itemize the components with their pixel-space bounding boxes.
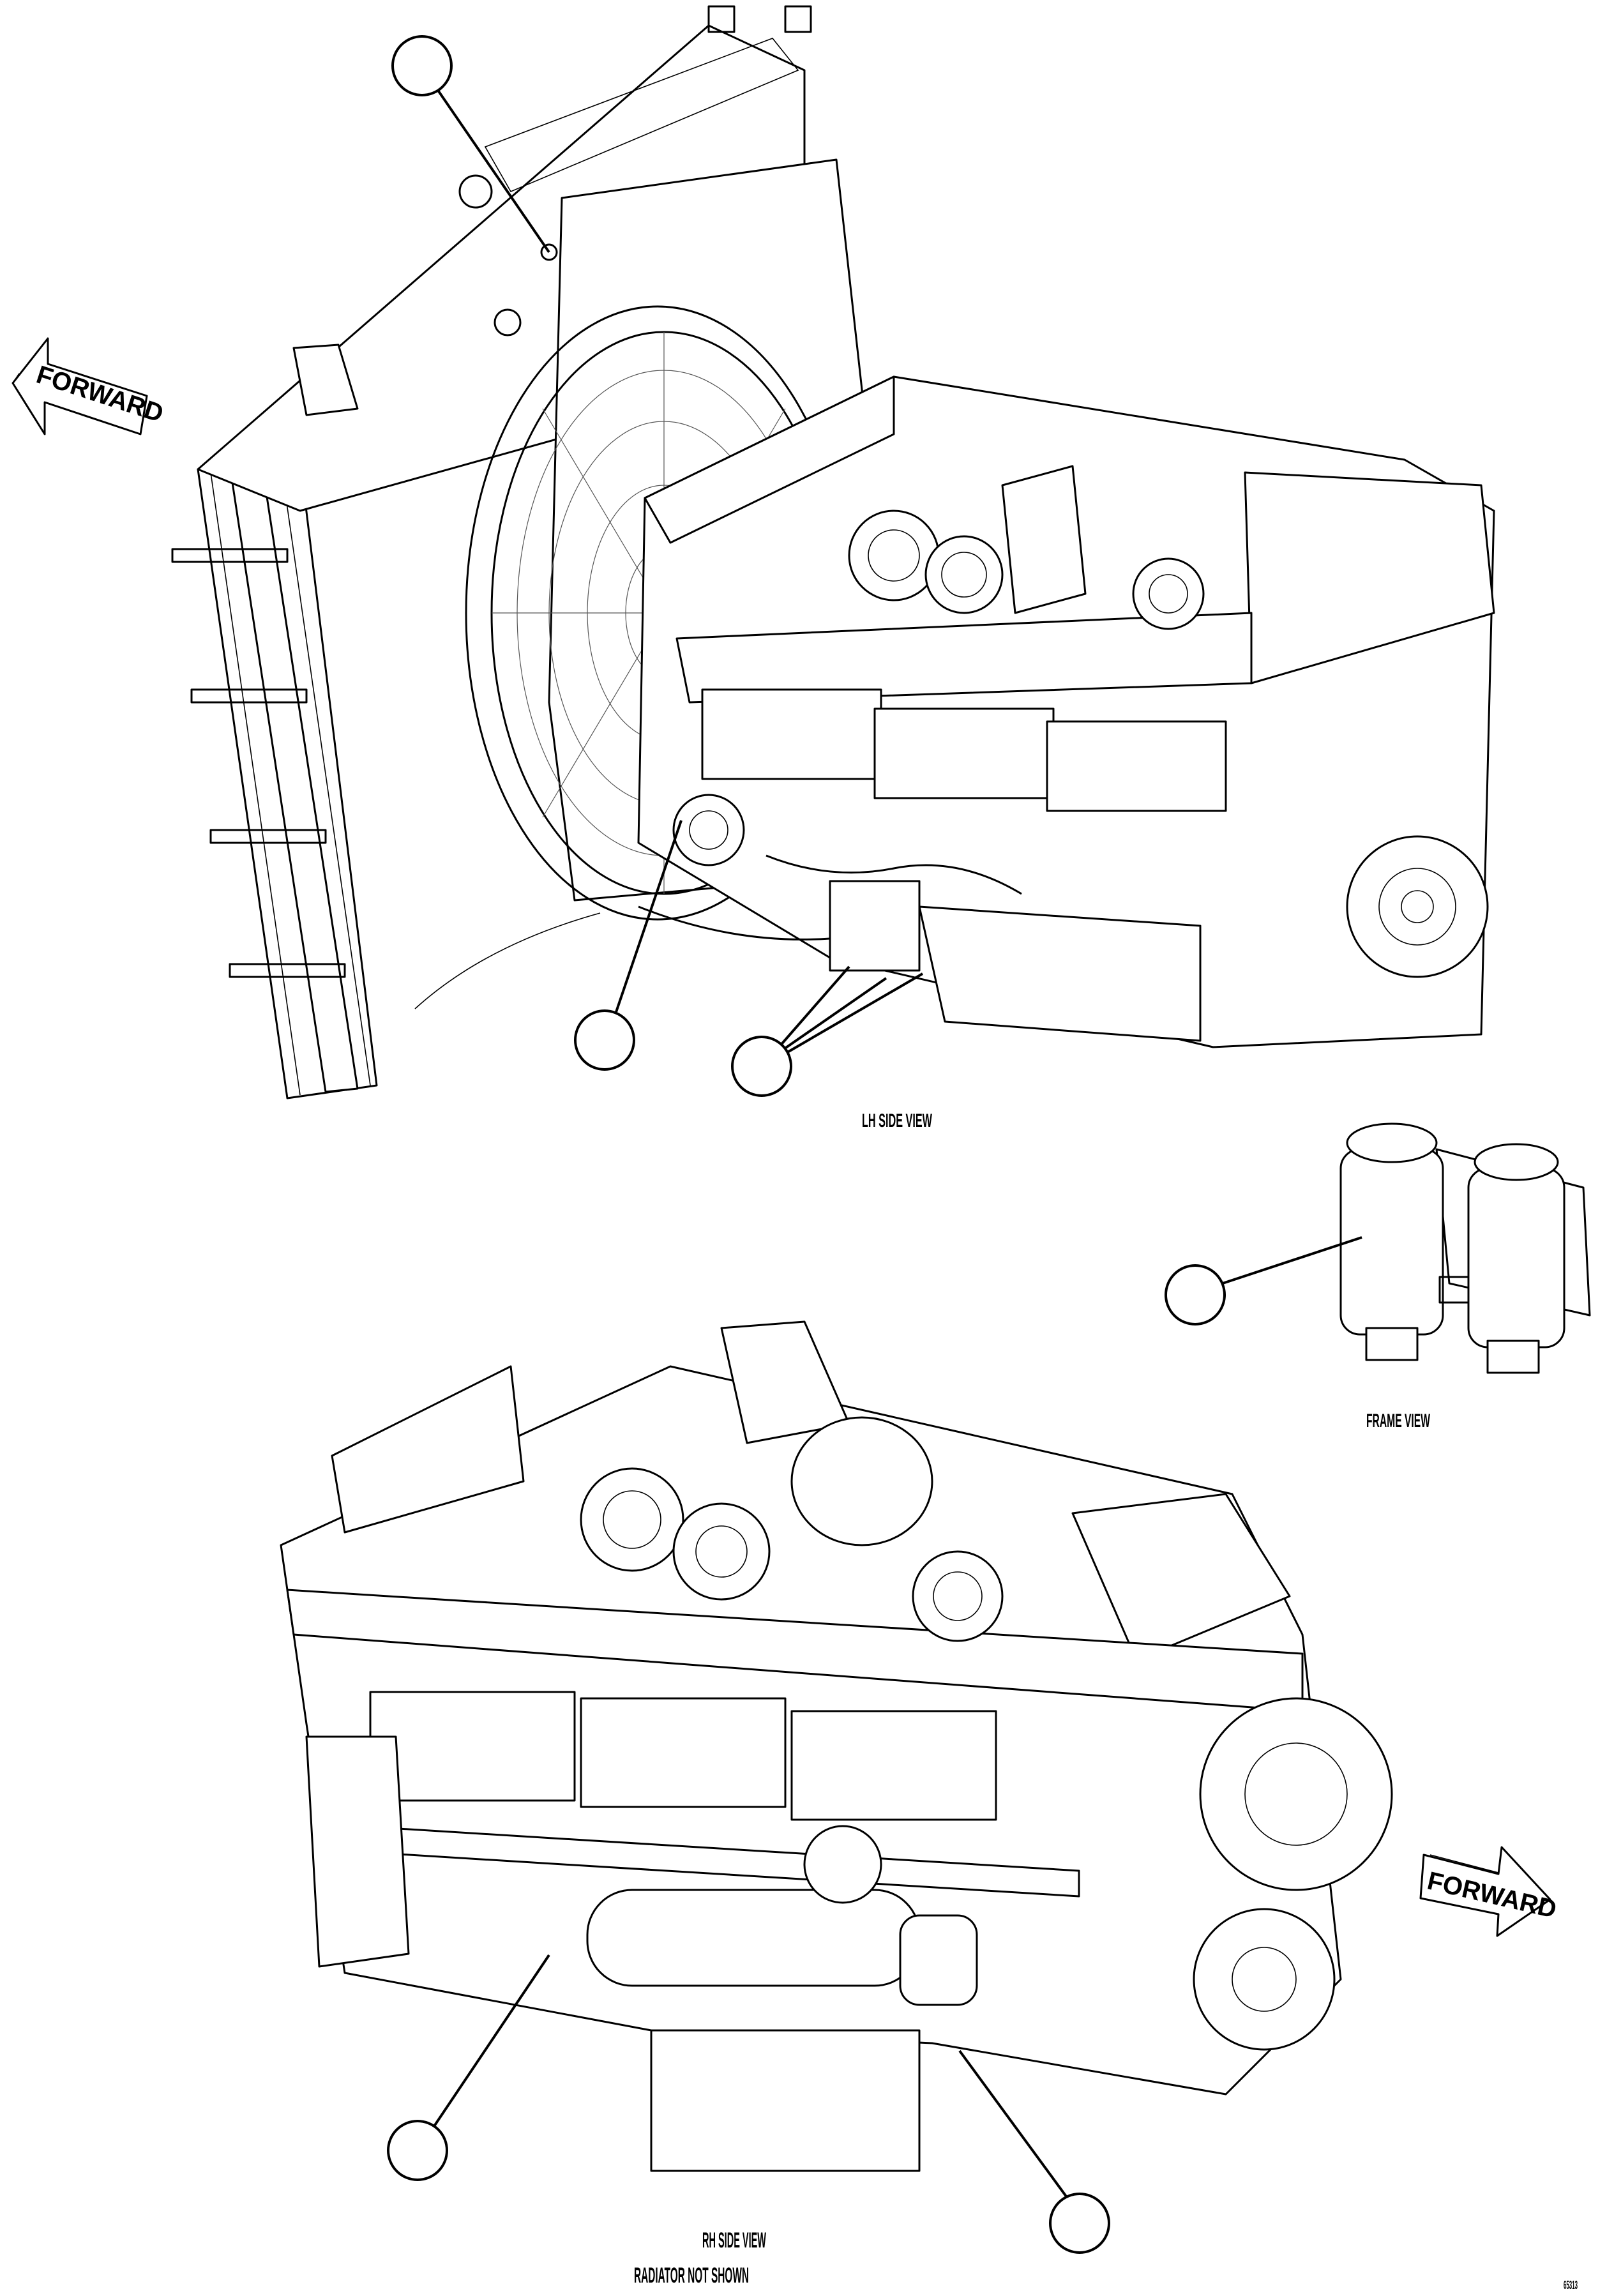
frame-view-label: FRAME VIEW [1366, 1410, 1430, 1431]
radiator-not-shown-label: RADIATOR NOT SHOWN [634, 2263, 749, 2288]
callout-lh-left [574, 1009, 635, 1071]
frame-view [1339, 1122, 1591, 1374]
callout-lh-drains [731, 1036, 792, 1097]
lh-side-view-label: LH SIDE VIEW [862, 1110, 932, 1131]
rh-side-view [280, 1320, 1393, 2172]
radiator-frame [171, 458, 378, 1099]
rh-side-view-label: RH SIDE VIEW [702, 2228, 766, 2253]
callouts [387, 35, 1362, 2254]
forward-arrow-bottom: FORWARD [1419, 1846, 1559, 1937]
callout-radiator-cap [391, 35, 453, 96]
callout-rh-left [387, 2120, 448, 2181]
lh-side-view [171, 5, 1495, 1099]
callout-rh-right [1049, 2193, 1110, 2254]
figure-number: 65313 [1564, 2279, 1578, 2292]
engine-lh [414, 375, 1495, 1048]
forward-arrow-top: FORWARD [11, 337, 167, 435]
callout-fuel-filter [1165, 1264, 1226, 1325]
